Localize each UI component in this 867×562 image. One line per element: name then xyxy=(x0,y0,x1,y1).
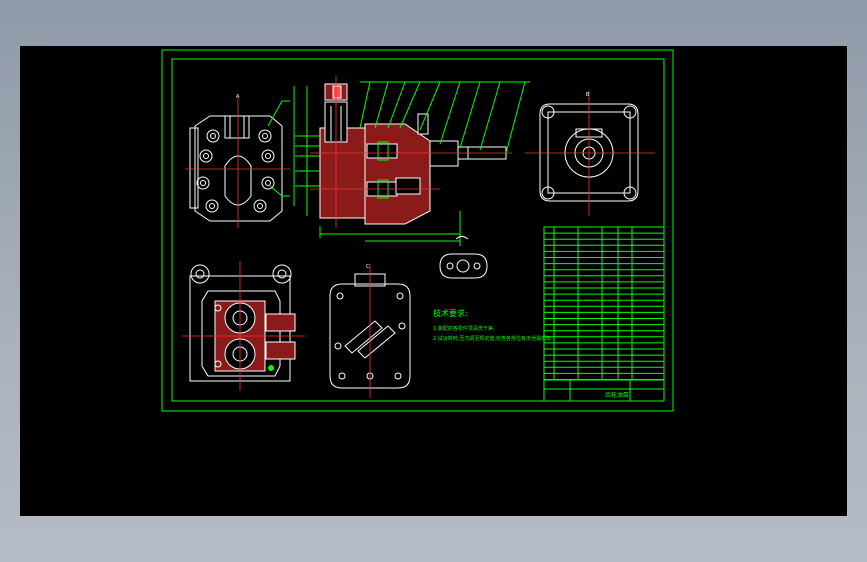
view-label-c: C xyxy=(366,264,370,270)
main-section-view xyxy=(293,76,530,246)
cover-view-bottom-middle xyxy=(329,264,411,398)
cad-viewport[interactable]: 技术要求: 1.装配前各零件须清洗干净。 2.试运转时,压力调至规定值,检查各部… xyxy=(20,46,847,516)
note-line-2: 2.试运转时,压力调至规定值,检查各部位有无泄漏现象。 xyxy=(433,335,556,342)
technical-notes: 技术要求: 1.装配前各零件须清洗干净。 2.试运转时,压力调至规定值,检查各部… xyxy=(433,308,556,342)
parts-list-table xyxy=(543,226,665,402)
sheet-border-outer xyxy=(161,49,674,412)
front-view-bottom-left xyxy=(182,261,305,391)
title-block-name: 齿轮油泵 xyxy=(605,391,629,399)
notes-title: 技术要求: xyxy=(433,308,468,318)
note-line-1: 1.装配前各零件须清洗干净。 xyxy=(433,325,498,332)
end-view-top-right xyxy=(525,91,655,216)
assembly-drawing: 技术要求: 1.装配前各零件须清洗干净。 2.试运转时,压力调至规定值,检查各部… xyxy=(161,49,674,412)
view-label-a: A xyxy=(236,94,240,100)
gasket-view xyxy=(439,236,488,279)
side-view-top-left xyxy=(185,98,290,228)
view-label-b: B xyxy=(586,92,590,98)
